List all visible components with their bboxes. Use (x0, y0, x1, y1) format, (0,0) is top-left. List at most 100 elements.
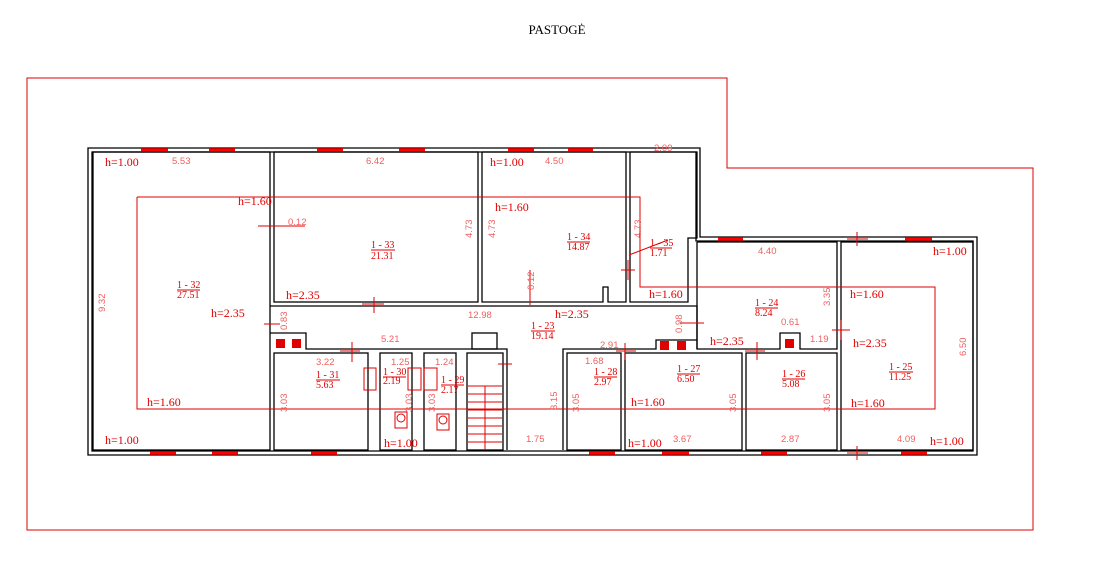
room-area: 8.24 (755, 308, 773, 319)
dimension-label: 3.35 (822, 288, 833, 307)
toilet-icon (396, 413, 406, 423)
dimension-label: 3.03 (279, 394, 290, 413)
dimension-label: 4.73 (464, 220, 475, 239)
dimension-label: 6.50 (958, 338, 969, 357)
height-label: h=1.00 (384, 436, 418, 450)
room-label: 1 - 276.50 (677, 364, 700, 385)
corridor-wall-right (562, 339, 697, 450)
height-label: h=1.60 (147, 395, 181, 409)
dimension-label: 2.87 (781, 434, 800, 445)
dimension-label: 2.91 (600, 340, 619, 351)
height-label: h=2.35 (710, 334, 744, 348)
room-1-35 (629, 151, 698, 303)
height-label: h=1.00 (490, 155, 524, 169)
dimension-label: 4.73 (487, 220, 498, 239)
room-label: 1 - 292.17 (441, 375, 464, 396)
door-icon (363, 367, 377, 391)
room-1-33 (273, 151, 479, 303)
dimension-label: 0.12 (288, 217, 307, 228)
height-1-60-line (136, 196, 936, 410)
dimension-label: 4.09 (897, 434, 916, 445)
height-label: h=2.35 (853, 336, 887, 350)
room-number: 1 - 23 (531, 321, 554, 332)
dimension-labels: 5.53 6.42 4.50 2.09 4.40 0.12 4.73 4.73 … (97, 143, 969, 445)
dimension-label: 3.05 (728, 394, 739, 413)
dimension-label: 0.83 (279, 312, 290, 331)
plan-title: PASTOGĖ (528, 22, 586, 37)
room-1-34 (481, 151, 627, 303)
room-number: 1 - 24 (755, 298, 778, 309)
chimney-icon (276, 339, 285, 348)
room-area: 2.19 (383, 376, 401, 387)
height-label: h=1.00 (933, 244, 967, 258)
windows (141, 148, 932, 455)
dimension-label: 3.05 (822, 394, 833, 413)
room-number: 1 - 27 (677, 364, 700, 375)
room-number: 1 - 30 (383, 367, 406, 378)
room-label: 1 - 315.63 (316, 370, 340, 391)
dimension-label: 9.32 (97, 294, 108, 313)
room-1-29 (423, 352, 457, 451)
room-area: 19.14 (531, 331, 554, 342)
room-number: 1 - 31 (316, 370, 339, 381)
chimney-icon (677, 341, 686, 350)
dimension-label: 3.03 (427, 394, 438, 413)
room-area: 14.87 (567, 242, 590, 253)
room-1-24 (696, 241, 838, 350)
room-1-30 (379, 352, 413, 451)
room-label: 1 - 248.24 (755, 298, 778, 319)
door-markers (258, 225, 868, 460)
room-area: 2.17 (441, 385, 459, 396)
height-label: h=2.35 (555, 307, 589, 321)
stair-shaft (471, 332, 498, 350)
room-1-31 (273, 352, 369, 451)
room-area: 6.50 (677, 374, 695, 385)
height-label: h=2.35 (286, 288, 320, 302)
height-label: h=1.60 (850, 287, 884, 301)
room-number: 1 - 25 (889, 362, 912, 373)
height-label: h=1.00 (628, 436, 662, 450)
chimney-icon (785, 339, 794, 348)
room-number: 1 - 28 (594, 367, 617, 378)
dimension-label: 5.53 (172, 156, 191, 167)
dimension-label: 3.15 (549, 392, 560, 411)
dimension-label: 4.50 (545, 156, 564, 167)
height-label: h=1.00 (105, 433, 139, 447)
height-label: h=2.35 (211, 306, 245, 320)
dimension-label: 3.03 (404, 394, 415, 413)
dimension-label: 4.73 (633, 220, 644, 239)
room-label: 1 - 265.08 (782, 369, 805, 390)
room-1-28 (566, 352, 622, 451)
room-label: 1 - 282.97 (594, 367, 617, 388)
room-number: 1 - 34 (567, 232, 590, 243)
room-1-32 (92, 151, 271, 451)
room-label: 1 - 302.19 (383, 367, 406, 387)
chimney-icons (276, 339, 794, 350)
height-label: h=1.60 (631, 395, 665, 409)
room-1-27 (624, 352, 743, 451)
dimension-label: 2.09 (654, 143, 673, 154)
dimension-label: 4.40 (758, 246, 777, 257)
room-number: 1 - 26 (782, 369, 805, 380)
height-label: h=1.00 (930, 434, 964, 448)
dimension-label: 1.68 (585, 356, 604, 367)
room-area: 11.25 (889, 372, 911, 383)
chimney-icon (660, 341, 669, 350)
room-walls (92, 151, 974, 451)
room-1-25 (840, 241, 974, 451)
outer-wall (87, 147, 978, 456)
height-label: h=1.60 (238, 194, 272, 208)
dimension-label: 6.42 (366, 156, 385, 167)
toilet-icon (436, 413, 450, 431)
toilet-icons (363, 367, 450, 431)
room-area: 5.63 (316, 380, 334, 391)
stairs-icon (468, 385, 502, 450)
dimension-label: 5.21 (381, 334, 400, 345)
door-icon (423, 367, 438, 391)
room-1-26 (745, 352, 838, 451)
